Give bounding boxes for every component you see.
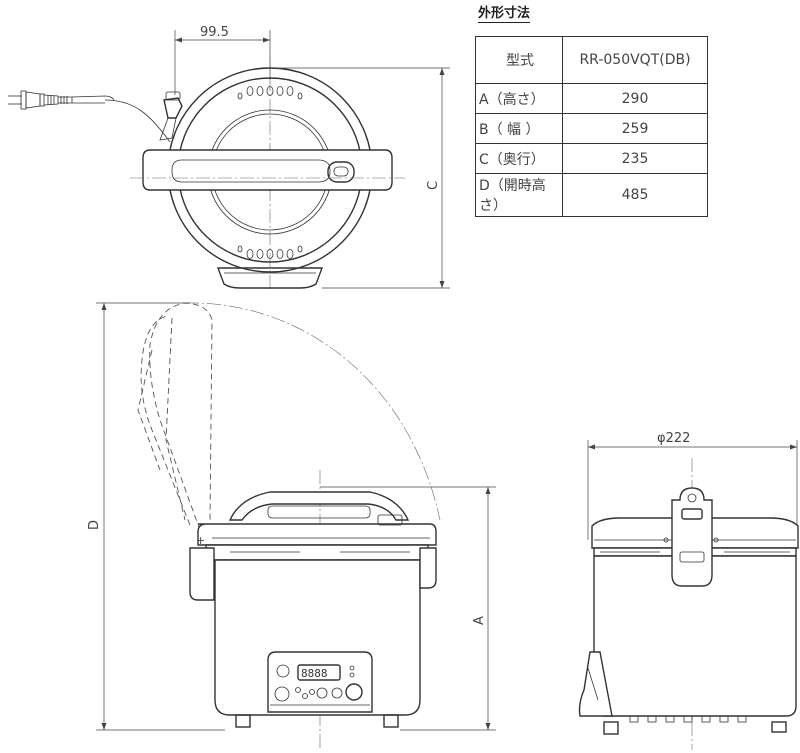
spec-row-label: A（高さ） (475, 83, 563, 114)
side-view: φ222 (578, 431, 799, 750)
timer-button[interactable] (316, 687, 328, 699)
spec-row: D（開時高さ） 485 (475, 173, 708, 217)
start-button[interactable] (345, 683, 363, 701)
power-plug-icon (8, 90, 115, 110)
front-foot-right (383, 714, 399, 728)
vent-holes-top (237, 86, 303, 100)
spec-row-value: 259 (562, 113, 708, 144)
front-view: D A + 8888 (87, 302, 496, 750)
side-handle-latch (671, 487, 713, 587)
diameter-label: φ222 (657, 431, 690, 446)
spec-header-row: 型式 RR-050VQT(DB) (475, 36, 708, 84)
svg-text:+: + (196, 534, 205, 547)
top-offset-label: 99.5 (200, 25, 229, 40)
side-hinge-piece (578, 651, 613, 717)
lid-swing-arc (184, 302, 441, 521)
spec-row: C（奥行） 235 (475, 143, 708, 174)
depth-dimension (272, 67, 450, 289)
lid-hinge (189, 547, 215, 601)
spec-row-value: 290 (562, 83, 708, 114)
spec-table-title: 外形寸法 (478, 2, 531, 23)
spec-header-model: RR-050VQT(DB) (562, 36, 708, 84)
top-view: 99.5 (8, 25, 450, 290)
spec-row-label: C（奥行） (475, 143, 563, 174)
display-window (297, 664, 341, 681)
spec-header-label: 型式 (475, 36, 563, 84)
spec-row-label: B（ 幅 ） (475, 113, 563, 144)
lid-release-button[interactable] (327, 161, 355, 183)
spec-row-value: 235 (562, 143, 708, 174)
cord-connector (159, 91, 183, 141)
spec-row: A（高さ） 290 (475, 83, 708, 114)
cancel-button[interactable] (274, 686, 290, 702)
top-view-base (216, 267, 324, 289)
front-lid (197, 523, 437, 546)
open-height-dimension (96, 302, 225, 731)
depth-label: C (426, 181, 441, 190)
select-button[interactable] (331, 687, 343, 699)
height-label: A (472, 616, 487, 625)
spec-row-value: 485 (562, 173, 708, 217)
menu-button[interactable] (276, 664, 290, 678)
diameter-dimension (587, 440, 798, 540)
side-base-feet (603, 715, 790, 735)
open-height-label: D (87, 520, 102, 530)
spec-row-label: D（開時高さ） (475, 173, 563, 217)
front-carry-handle (228, 491, 410, 521)
vent-holes-bottom (237, 245, 303, 259)
spec-table: 型式 RR-050VQT(DB) A（高さ） 290 B（ 幅 ） 259 C（… (475, 36, 708, 217)
spec-table-panel: 外形寸法 型式 RR-050VQT(DB) A（高さ） 290 B（ 幅 ） 2… (474, 0, 724, 217)
control-panel: 8888 (267, 651, 373, 713)
spec-row: B（ 幅 ） 259 (475, 113, 708, 144)
front-foot-left (235, 714, 251, 728)
power-cord (104, 99, 171, 143)
open-lid-outline (137, 302, 213, 531)
display-readout: 8888 (301, 667, 328, 680)
height-dimension (320, 486, 496, 731)
